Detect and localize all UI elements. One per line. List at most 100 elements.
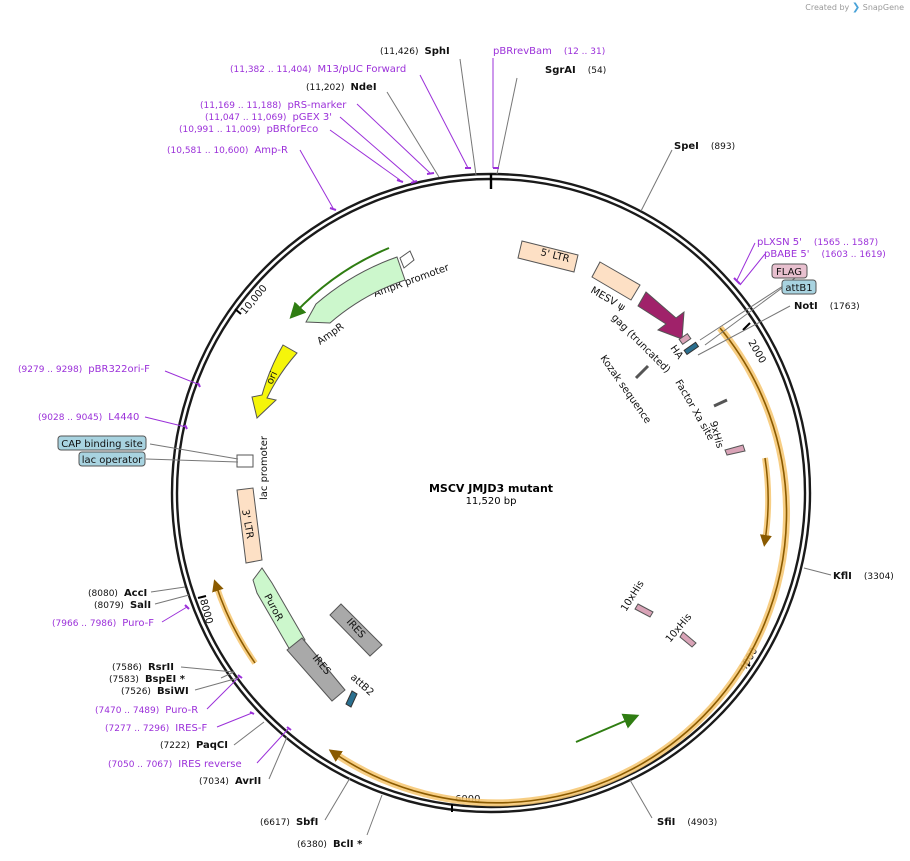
enzyme-sphi[interactable]: (11,426)SphI: [380, 46, 450, 57]
green-orf-arrow: [575, 713, 640, 743]
leader-ires-rev: [256, 727, 290, 764]
primer-pbrrevbam[interactable]: pBRrevBam(12 .. 31): [493, 46, 605, 57]
enzyme-sbfi[interactable]: (6617)SbfI: [260, 817, 318, 828]
enzyme-noti[interactable]: NotI(1763): [794, 301, 860, 312]
leader-sfii: [629, 779, 653, 819]
primer-m13[interactable]: (11,382 .. 11,404)M13/pUC Forward: [230, 64, 406, 75]
leader-bcli: [366, 794, 383, 836]
enzyme-sfii[interactable]: SfiI(4903): [657, 817, 717, 828]
mark-plxsn: [733, 277, 741, 285]
orf-arc: [212, 247, 791, 807]
enzyme-spei[interactable]: SpeI(893): [674, 141, 735, 152]
leader-pgex: [339, 116, 416, 183]
ori-label: ori: [265, 370, 280, 386]
gag-shape: [637, 291, 685, 340]
mark-pbr322: [197, 382, 201, 388]
lac-operator-box[interactable]: [78, 451, 146, 467]
his10a-shape: [634, 603, 654, 618]
leader-ires-f: [216, 712, 253, 728]
enzyme-avrii[interactable]: (7034)AvrII: [199, 776, 261, 787]
enzyme-paqci[interactable]: (7222)PaqCI: [160, 740, 228, 751]
mark-puro-r: [237, 674, 243, 679]
leader-sphi: [459, 58, 477, 176]
leader-attb1: [704, 287, 783, 346]
boxed-labels: FLAG attB1 CAP binding site lac operator: [57, 263, 817, 467]
features: AmpR promoter AmpR ori lac promoter 3' L…: [236, 240, 746, 708]
enzyme-kfli[interactable]: KflI(3304): [833, 571, 894, 582]
cap-label: CAP binding site: [61, 439, 143, 450]
leader-paqci: [233, 721, 265, 746]
his9-shape: [724, 444, 746, 456]
branding-product: SnapGene: [862, 3, 904, 12]
snapgene-branding: Created by ❯ SnapGene: [805, 2, 904, 13]
attb1-box[interactable]: [781, 279, 817, 295]
leader-bsiwi: [194, 677, 239, 691]
orf-arrow: [328, 327, 788, 804]
leader-pbabe: [739, 253, 766, 286]
primer-ires-f[interactable]: (7277 .. 7296)IRES-F: [105, 723, 207, 734]
leader-plxsn: [736, 242, 756, 281]
leader-noti: [697, 305, 791, 356]
enzyme-acci[interactable]: (8080)AccI: [88, 588, 147, 599]
attb1-label: attB1: [785, 283, 812, 294]
tick-10000: [234, 308, 242, 315]
leader-l4440: [144, 416, 187, 428]
ori-shape: [251, 344, 298, 419]
ires-inner-shape: [329, 603, 383, 657]
primer-prs[interactable]: (11,169 .. 11,188)pRS-marker: [200, 100, 347, 111]
kozak-shape: [634, 364, 650, 380]
tick-label-2000: 2000: [745, 338, 767, 366]
mesv-shape: [591, 261, 641, 301]
ampr-orf-arrow: [289, 247, 390, 319]
primer-ampr[interactable]: (10,581 .. 10,600)Amp-R: [167, 145, 288, 156]
leader-puro-r: [206, 675, 241, 710]
enzyme-labels: (11,426)SphI SgrAI(54) (11,202)NdeI SpeI…: [88, 46, 894, 850]
ampr-label: AmpR: [315, 321, 346, 347]
leader-m13: [419, 74, 469, 169]
leader-pbrforeco: [329, 129, 401, 181]
ltr3-label: 3' LTR: [239, 509, 255, 540]
primer-plxsn[interactable]: pLXSN 5'(1565 .. 1587): [757, 237, 878, 248]
enzyme-sgrai[interactable]: SgrAI(54): [545, 65, 606, 76]
ampr-shape: [305, 256, 406, 324]
primer-pbr322[interactable]: (9279 .. 9298)pBR322ori-F: [18, 364, 150, 375]
enzyme-ndei[interactable]: (11,202)NdeI: [306, 82, 377, 93]
leader-sali: [154, 594, 190, 605]
enzyme-rsrii[interactable]: (7586)RsrII: [112, 662, 174, 673]
puror-shape: [252, 567, 306, 651]
enzyme-leaders: [145, 58, 832, 836]
primer-labels: pBRrevBam(12 .. 31) (11,382 .. 11,404)M1…: [18, 46, 886, 770]
enzyme-bspei[interactable]: (7583)BspEI *: [109, 674, 186, 685]
ha-label: HA: [668, 343, 685, 361]
factor-xa-shape: [713, 398, 728, 408]
primer-l4440[interactable]: (9028 .. 9045)L4440: [38, 412, 139, 423]
ltr3-shape: [236, 487, 263, 564]
primer-pbabe[interactable]: pBABE 5'(1603 .. 1619): [764, 249, 886, 260]
flag-box[interactable]: [771, 263, 808, 279]
primer-marks: [184, 167, 741, 731]
enzyme-sali[interactable]: (8079)SalI: [94, 600, 151, 611]
kozak-label: Kozak sequence: [598, 353, 653, 425]
primer-puro-f[interactable]: (7966 .. 7986)Puro-F: [52, 618, 154, 629]
primer-puro-r[interactable]: (7470 .. 7489)Puro-R: [95, 705, 198, 716]
cap-box[interactable]: [57, 435, 147, 451]
leader-pbr322: [164, 370, 201, 386]
attb1-shape: [683, 341, 700, 356]
enzyme-bsiwi[interactable]: (7526)BsiWI: [121, 686, 189, 697]
primer-pgex[interactable]: (11,047 .. 11,069)pGEX 3': [205, 112, 332, 123]
leader-puro-f: [161, 606, 188, 623]
mark-l4440: [184, 424, 188, 430]
leader-sbfi: [324, 777, 351, 821]
mark-ires-rev: [286, 726, 292, 731]
primer-pbrforeco[interactable]: (10,991 .. 11,009)pBRforEco: [179, 124, 318, 135]
puro-orf-arrow: [212, 579, 256, 664]
tick-2000: [742, 322, 751, 331]
enzyme-bcli[interactable]: (6380)BclI *: [297, 839, 363, 850]
mark-prs: [426, 172, 435, 175]
leader-kfli: [803, 567, 832, 576]
leader-lacop: [145, 458, 239, 463]
primer-ires-rev[interactable]: (7050 .. 7067)IRES reverse: [108, 759, 242, 770]
lac-promoter-shape: [236, 454, 254, 468]
ltr5-shape: [517, 240, 579, 273]
